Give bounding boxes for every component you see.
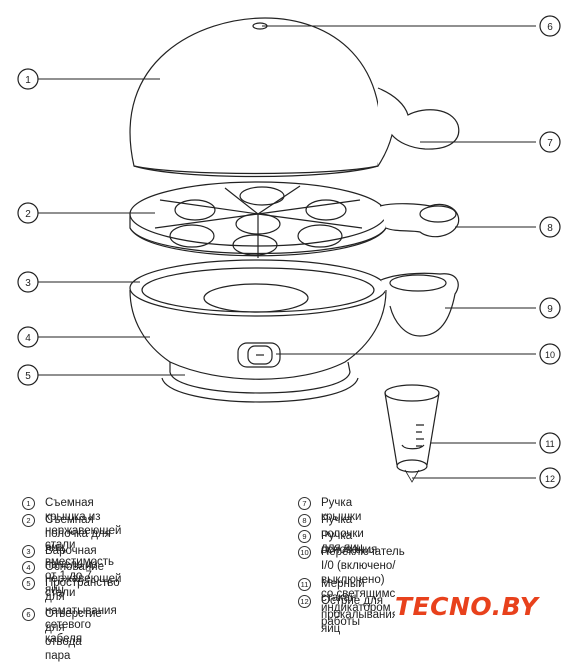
callout-8	[539, 216, 561, 238]
callout-4-label: 4	[25, 333, 31, 344]
callout-1	[17, 68, 39, 90]
lid	[129, 17, 460, 178]
legend-num: 6	[22, 608, 35, 621]
measuring-cup	[384, 384, 440, 483]
legend-item-1: 1 Съемная крышка из нержавеющей стали	[22, 496, 121, 552]
legend-text: Съемная полочка для яиц, вместимость от …	[45, 514, 115, 596]
legend-num: 4	[22, 561, 35, 574]
legend-item-12: 12 Острие для прокалывания яиц	[298, 594, 398, 636]
callout-1-label: 1	[25, 75, 31, 86]
callout-9	[539, 297, 561, 319]
legend-num: 8	[298, 514, 311, 527]
egg-cooker-diagram: 1 2 3 4 5 6 7 8 9 10 11 12	[17, 15, 561, 489]
callout-7	[539, 131, 561, 153]
callout-7-label: 7	[547, 138, 553, 149]
callout-10	[539, 343, 561, 365]
legend-text: Ручка крышки	[321, 497, 362, 523]
callout-11-label: 11	[545, 439, 554, 449]
egg-tray	[129, 181, 460, 258]
callout-6	[539, 15, 561, 37]
legend-text: Ручка полочки для яиц	[321, 514, 364, 554]
leader-lines	[38, 25, 536, 479]
callout-6-label: 6	[547, 22, 553, 33]
callout-12	[539, 467, 561, 489]
base-body	[129, 289, 387, 403]
legend-num: 10	[298, 546, 311, 559]
legend-num: 9	[298, 530, 311, 543]
logo-text: TECNO.BY	[395, 591, 539, 621]
base-top	[129, 259, 459, 337]
tray-handle	[379, 203, 460, 238]
legend-item-10: 10 Переключатель I/0 (включено/выключено…	[298, 545, 405, 629]
legend-num: 2	[22, 514, 35, 527]
callout-3	[17, 271, 39, 293]
callouts	[17, 15, 561, 489]
legend-item-2: 2 Съемная полочка для яиц, вместимость о…	[22, 513, 114, 597]
legend-item-6: 6 Отверстие для отвода пара	[22, 607, 102, 663]
callout-12-label: 12	[545, 474, 555, 484]
callout-5-label: 5	[25, 371, 31, 382]
legend-item-4: 4 Основание	[22, 560, 104, 574]
legend-item-7: 7 Ручка крышки	[298, 496, 361, 524]
callout-4	[17, 326, 39, 348]
base-handle	[380, 272, 459, 337]
legend-text: Острие для прокалывания яиц	[321, 595, 399, 635]
legend-item-11: 11 Мерный стакан	[298, 577, 365, 605]
legend-num: 7	[298, 497, 311, 510]
legend-text: Ручка основания	[321, 530, 378, 556]
callout-11	[539, 432, 561, 454]
callout-5	[17, 364, 39, 386]
callout-2	[17, 202, 39, 224]
callout-3-label: 3	[25, 278, 31, 289]
legend-item-9: 9 Ручка основания	[298, 529, 377, 557]
legend-num: 11	[298, 578, 311, 591]
legend-text: Отверстие для отвода пара	[45, 608, 102, 662]
legend-num: 5	[22, 577, 35, 590]
legend-num: 12	[298, 595, 311, 608]
legend-item-3: 3 Варочная панель из нержавеющей стали	[22, 544, 121, 600]
lid-handle	[377, 87, 460, 167]
tecno-by-logo: TECNO.BY	[395, 586, 560, 626]
callout-9-label: 9	[547, 304, 553, 315]
callout-10-label: 10	[545, 350, 555, 360]
legend-text: Основание	[45, 561, 104, 573]
legend-text: Переключатель I/0 (включено/выключено) с…	[321, 546, 405, 628]
legend-text: Варочная панель из нержавеющей стали	[45, 545, 122, 599]
legend-num: 3	[22, 545, 35, 558]
legend-item-8: 8 Ручка полочки для яиц	[298, 513, 364, 555]
callout-8-label: 8	[547, 223, 553, 234]
legend-num: 1	[22, 497, 35, 510]
callout-2-label: 2	[25, 209, 31, 220]
legend-text: Съемная крышка из нержавеющей стали	[45, 497, 122, 551]
legend-text: Мерный стакан	[321, 578, 365, 604]
